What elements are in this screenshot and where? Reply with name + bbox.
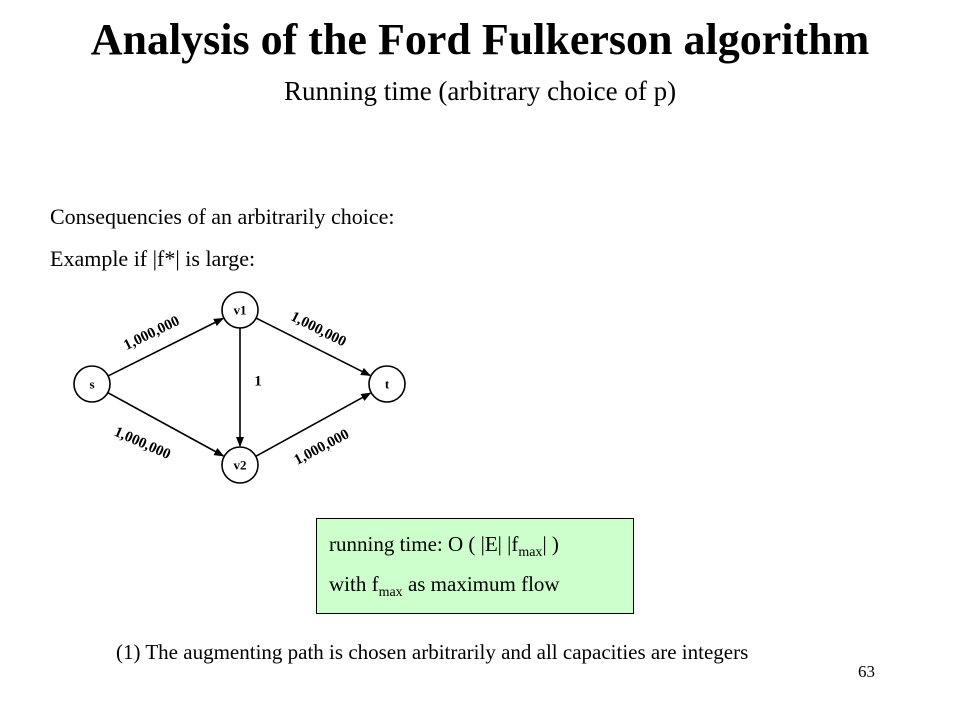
running-time-sub: max [518,545,543,561]
page-number: 63 [858,662,875,681]
node-label-t: t [385,377,390,392]
footnote: (1) The augmenting path is chosen arbitr… [116,640,749,664]
max-flow-sub: max [378,585,403,601]
consequences-text: Consequencies of an arbitrarily choice: [50,204,395,229]
edge-label-v2-t: 1,000,000 [291,426,351,468]
running-time-row: running time: O ( |E| |fmax| ) [329,528,621,568]
max-flow-suffix: as maximum flow [402,572,560,596]
edge-label-v1-v2: 1 [254,373,262,389]
example-text: Example if |f*| is large: [50,246,256,271]
edge-label-s-v1: 1,000,000 [121,313,182,354]
running-time-box: running time: O ( |E| |fmax| ) with fmax… [316,518,634,614]
node-v2 [221,446,259,484]
edge-v2-t [255,392,372,458]
node-label-v2: v2 [234,458,247,473]
edge-s-v1 [107,317,224,377]
max-flow-row: with fmax as maximum flow [329,568,621,608]
edge-s-v2 [107,391,225,457]
running-time-prefix: running time: O ( |E| |f [329,532,519,556]
node-t [368,365,406,403]
slide-subtitle: Running time (arbitrary choice of p) [283,76,677,106]
edge-v1-t [255,317,371,377]
node-label-s: s [89,377,94,392]
edge-label-v1-t: 1,000,000 [288,309,349,350]
node-s [73,365,111,403]
max-flow-prefix: with f [329,572,379,596]
running-time-suffix: | ) [542,532,559,556]
slide-title: Analysis of the Ford Fulkerson algorithm [90,15,870,64]
node-v1 [221,291,259,329]
node-label-v1: v1 [234,303,247,318]
edge-label-s-v2: 1,000,000 [112,424,173,463]
